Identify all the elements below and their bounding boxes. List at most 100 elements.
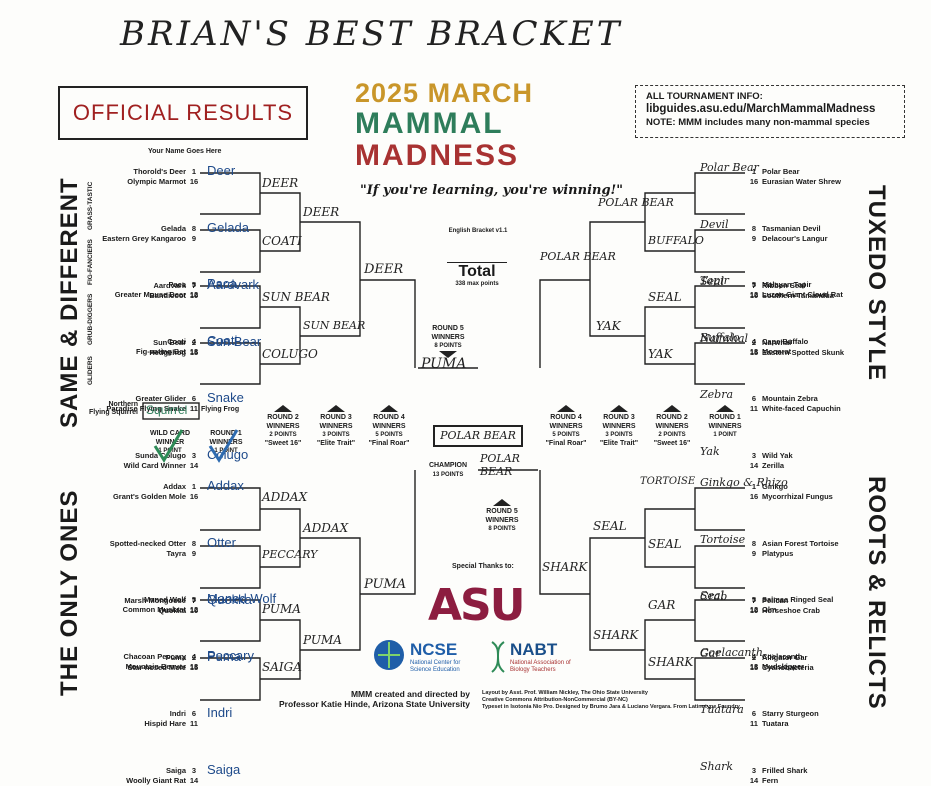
bracket-lines xyxy=(142,172,745,701)
pick-r2[interactable]: SEAL xyxy=(648,537,682,551)
team-name: Paradise Flying Snake xyxy=(106,404,186,413)
info-url[interactable]: libguides.asu.edu/MarchMammalMadness xyxy=(646,103,876,115)
seed-number: 14 xyxy=(749,461,759,470)
round1-winner[interactable]: Sun Bear xyxy=(207,334,262,349)
nabt-logo xyxy=(488,640,508,679)
round1-winner[interactable]: Paca xyxy=(207,276,237,291)
team-name: Tayra xyxy=(166,549,186,558)
round1-winner[interactable]: Seal xyxy=(700,275,725,288)
round1-winner[interactable]: Crab xyxy=(700,590,728,603)
seed-number: 11 xyxy=(750,404,758,413)
pick-r2[interactable]: ADDAX xyxy=(262,490,308,504)
champion-pts: 13 POINTS xyxy=(432,471,464,478)
round-header-line: ROUND 1 xyxy=(709,414,741,421)
team-name: Greater Glider xyxy=(135,394,186,403)
team-name: Tuatara xyxy=(762,719,789,728)
round1-winner[interactable]: Yak xyxy=(700,445,720,458)
pick-r3[interactable]: ADDAX xyxy=(303,521,349,535)
tagline: "If you're learning, you're winning!" xyxy=(360,183,624,198)
champion-box[interactable]: POLAR BEAR xyxy=(433,425,523,447)
round1-winner[interactable]: Tortoise xyxy=(700,533,746,546)
pick-r2[interactable]: DEER xyxy=(262,176,299,190)
round1-winner[interactable]: Deer xyxy=(207,163,236,178)
round1-winner[interactable]: Quokka xyxy=(207,592,252,607)
pick-r3[interactable]: PUMA xyxy=(303,633,342,647)
pick-r3[interactable]: SHARK xyxy=(593,628,639,642)
pick-r5-top[interactable]: PUMA xyxy=(421,356,467,372)
pick-r3[interactable]: SEAL xyxy=(593,519,627,533)
pick-r2[interactable]: POLAR BEAR xyxy=(598,196,674,209)
pick-r5-bottom[interactable]: POLAR BEAR xyxy=(480,452,520,478)
round1-winner[interactable]: Saiga xyxy=(207,762,241,777)
down-arrow-icon xyxy=(439,350,457,358)
round1-winner[interactable]: Buffalo xyxy=(700,331,740,344)
pick-r2[interactable]: TORTOISE xyxy=(640,476,696,487)
team-name: Wild Card Winner xyxy=(123,461,186,470)
round-header-line: ROUND 3 xyxy=(320,414,352,421)
asu-logo: ASU xyxy=(428,580,525,631)
seed-number: 14 xyxy=(749,776,759,785)
seed-number: 3 xyxy=(751,766,757,775)
pick-r2[interactable]: SUN BEAR xyxy=(262,290,330,304)
seed-number: 1 xyxy=(751,482,757,491)
seed-number: 2 xyxy=(751,653,757,662)
total-score: Total 338 max points xyxy=(447,262,507,287)
pick-r3[interactable]: SUN BEAR xyxy=(303,319,366,332)
round1-winner[interactable]: Coati xyxy=(207,333,238,348)
pick-r3[interactable]: DEER xyxy=(303,205,340,219)
round1-winner[interactable]: Tuatara xyxy=(700,703,744,716)
round1-winner[interactable]: Polar Bear xyxy=(700,161,759,174)
round1-winner[interactable]: Maned Wolf xyxy=(207,591,277,606)
seed-number: 5 xyxy=(751,595,757,604)
pick-r2[interactable]: SHARK xyxy=(648,655,694,669)
pick-r4[interactable]: DEER xyxy=(364,262,404,277)
round1-winner[interactable]: Shark xyxy=(700,760,734,773)
round1-winner[interactable]: Zebra xyxy=(700,388,734,401)
round1-winner[interactable]: Gar xyxy=(700,647,721,660)
pick-r3[interactable]: YAK xyxy=(596,319,621,333)
seed-number: 7 xyxy=(191,596,197,605)
info-note: NOTE: MMM includes many non-mammal speci… xyxy=(646,117,870,128)
round1-winner[interactable]: Otter xyxy=(207,535,236,550)
pick-r2[interactable]: SEAL xyxy=(648,290,682,304)
team-name: Pelican xyxy=(762,596,789,605)
team-name: Puma xyxy=(165,653,186,662)
round1-winner[interactable]: Ginkgo & Rhizo xyxy=(700,476,788,489)
wildcard-winner[interactable]: Squirrel xyxy=(146,403,188,417)
pick-r3[interactable]: POLAR BEAR xyxy=(540,250,616,263)
pick-r2[interactable]: COLUGO xyxy=(262,347,318,361)
round1-winner[interactable]: Devil xyxy=(700,218,729,231)
up-arrow-icon xyxy=(327,405,345,412)
round1-winner[interactable]: Addax xyxy=(207,478,244,493)
round1-winner[interactable]: Puma xyxy=(207,649,241,664)
pick-r4[interactable]: PUMA xyxy=(364,577,407,592)
pick-r4[interactable]: SHARK xyxy=(542,560,588,574)
logo-line1: 2025 MARCH xyxy=(355,78,534,108)
pick-r2[interactable]: YAK xyxy=(648,347,673,361)
pick-r2[interactable]: SAIGA xyxy=(262,660,302,674)
round1-winner[interactable]: Peccary xyxy=(207,648,254,663)
round1-winner[interactable]: Tapir xyxy=(700,274,729,287)
wildcard-team-line: Northern xyxy=(108,401,138,408)
pick-r2[interactable]: PUMA xyxy=(262,602,301,616)
pick-r2[interactable]: BUFFALO xyxy=(648,234,704,247)
round5-sub: WINNERS xyxy=(485,516,519,524)
round1-winner[interactable]: Gelada xyxy=(207,220,249,235)
pick-r2[interactable]: COATI xyxy=(262,234,302,248)
round1-winner[interactable]: Snake xyxy=(207,390,244,405)
round1-winner[interactable]: Seal xyxy=(700,589,725,602)
round1-winner[interactable]: Coelacanth xyxy=(700,646,763,659)
round1-winner[interactable]: Indri xyxy=(207,705,233,720)
seed-number: 16 xyxy=(749,492,759,501)
seed-number: 3 xyxy=(751,451,757,460)
round1-winner[interactable]: Aardvark xyxy=(207,277,260,292)
pick-r2[interactable]: GAR xyxy=(648,598,676,612)
round1-winner[interactable]: Narwhal xyxy=(700,332,749,345)
champion-label-group: CHAMPION 13 POINTS xyxy=(418,462,478,479)
round-header-line: WINNERS xyxy=(708,422,742,430)
pick-r2[interactable]: PECCARY xyxy=(262,548,318,561)
round-header-line: 3 POINTS xyxy=(322,432,350,438)
seed-number: 8 xyxy=(751,539,757,548)
